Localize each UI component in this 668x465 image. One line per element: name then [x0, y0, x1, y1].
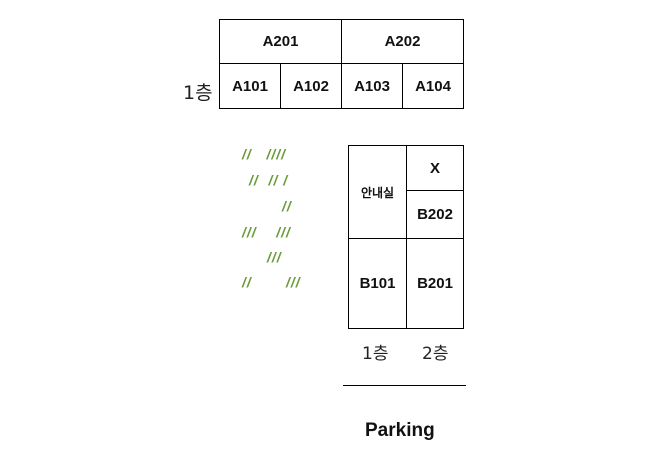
hatch-row-1: // ////	[242, 146, 287, 162]
room-b202: B202	[406, 190, 464, 239]
room-a102: A102	[280, 63, 342, 109]
room-a202: A202	[341, 19, 464, 64]
building-b-floor-label-2: 2층	[422, 344, 449, 364]
room-a103: A103	[341, 63, 403, 109]
parking-divider	[343, 385, 466, 386]
hatch-row-6: // ///	[242, 274, 301, 290]
room-b101: B101	[348, 238, 407, 329]
room-a201: A201	[219, 19, 342, 64]
hatch-row-3: //	[282, 198, 292, 214]
room-a104: A104	[402, 63, 464, 109]
building-a-floor-label: 1층	[183, 82, 213, 104]
building-b-floor-label-1: 1층	[362, 344, 389, 364]
parking-label: Parking	[365, 420, 435, 441]
room-x: X	[406, 145, 464, 191]
room-a101: A101	[219, 63, 281, 109]
hatch-row-5: ///	[267, 249, 282, 265]
room-b201: B201	[406, 238, 464, 329]
hatch-row-4: /// ///	[242, 224, 291, 240]
room-info-desk: 안내실	[348, 145, 407, 239]
hatch-row-2: // // /	[249, 172, 289, 188]
